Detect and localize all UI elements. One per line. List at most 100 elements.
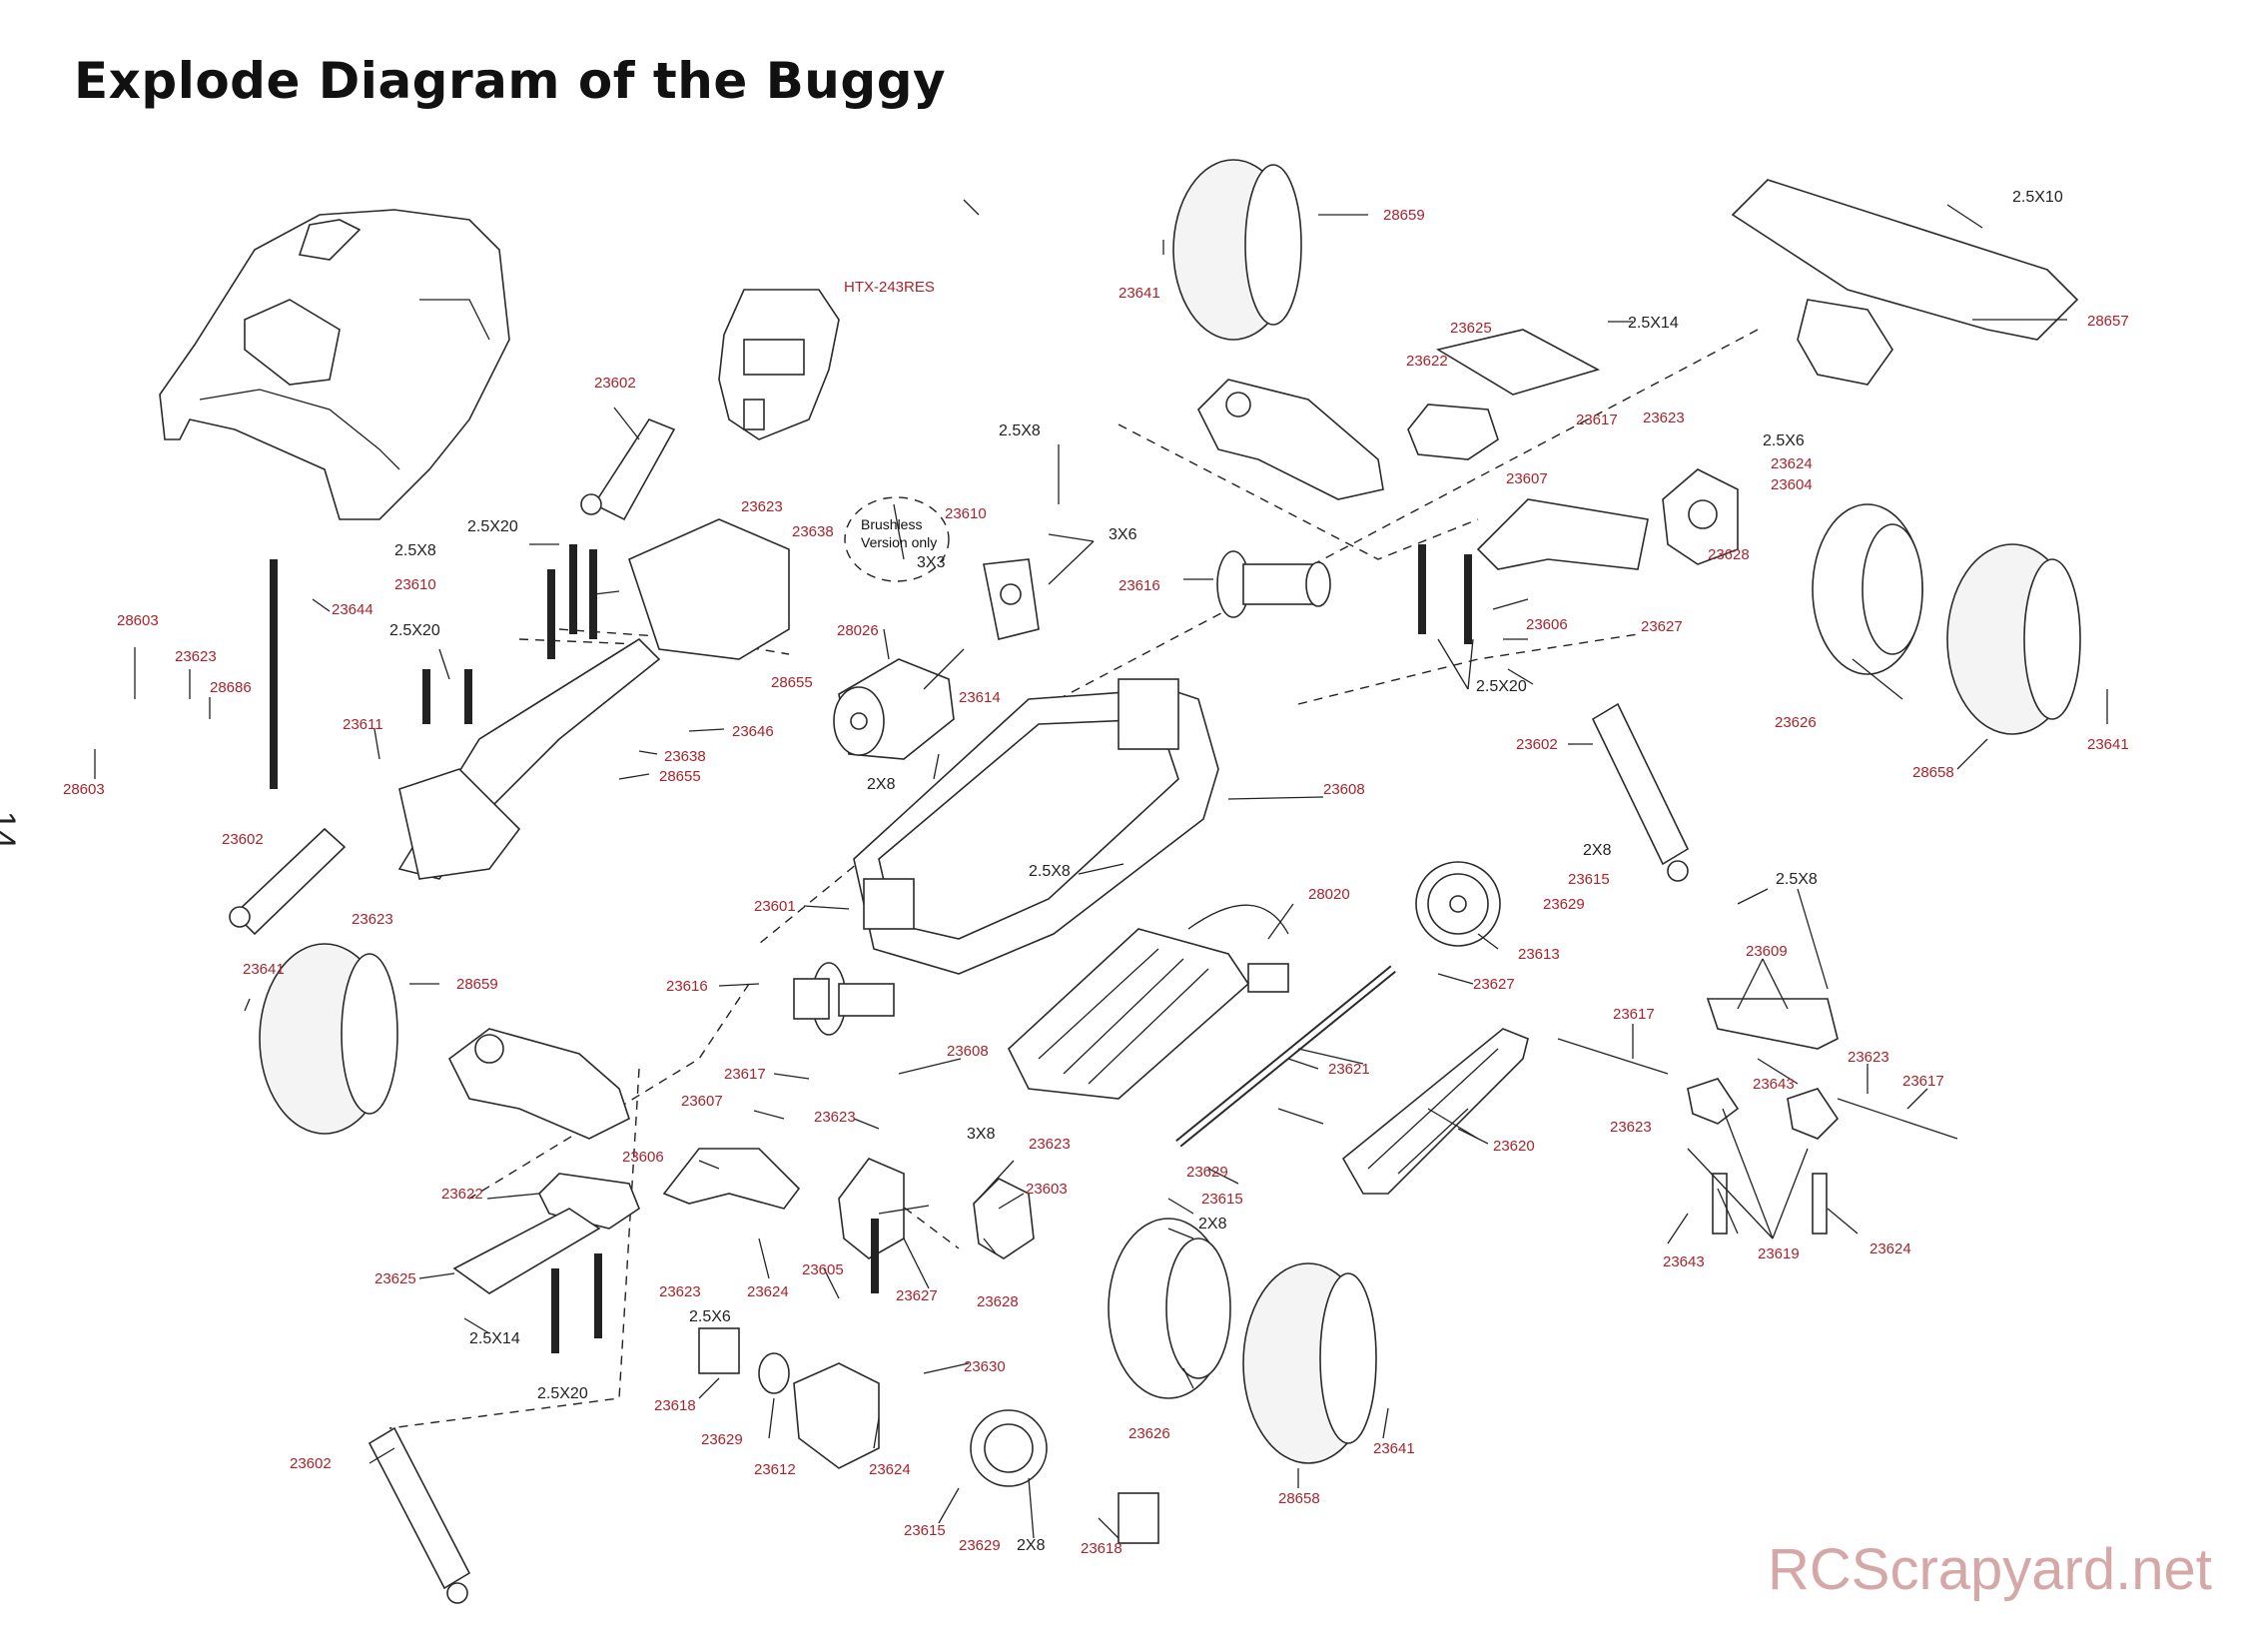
label-23624-left: 23624 — [747, 1283, 789, 1300]
label-23627-left: 23627 — [896, 1287, 938, 1304]
label-23614: 23614 — [959, 689, 1001, 706]
label-23628: 23628 — [1708, 546, 1750, 563]
label-2-5x8-steering: 2.5X8 — [1776, 871, 1818, 888]
label-23612: 23612 — [754, 1461, 796, 1478]
label-23616-left: 23616 — [666, 978, 708, 995]
label-23623-top: 23623 — [741, 498, 783, 515]
label-2-5x14: 2.5X14 — [1628, 315, 1679, 332]
label-23609: 23609 — [1746, 943, 1788, 960]
label-23615-center: 23615 — [1201, 1191, 1243, 1208]
label-23615-bottom: 23615 — [904, 1522, 946, 1539]
label-23641-left: 23641 — [243, 961, 285, 978]
label-23624-steering: 23624 — [1869, 1240, 1911, 1257]
battery-pack — [1008, 904, 1289, 1100]
chassis-brace — [1341, 1028, 1529, 1195]
motor — [833, 658, 955, 760]
label-3x6: 3X6 — [1109, 526, 1137, 543]
label-23606: 23606 — [1526, 616, 1568, 633]
label-23638-top: 23638 — [792, 523, 834, 540]
bottom-tire — [1242, 1262, 1377, 1464]
label-23623-right-mid: 23623 — [1029, 1136, 1071, 1153]
label-23629-bottom: 23629 — [701, 1431, 743, 1448]
shock-bottom — [368, 1426, 471, 1604]
front-hub-carrier — [838, 1158, 1035, 1259]
page-title: Explode Diagram of the Buggy — [74, 52, 947, 110]
rear-tire-top — [1172, 159, 1302, 341]
label-28686: 28686 — [210, 679, 252, 696]
label-23604: 23604 — [1771, 476, 1813, 493]
label-23623: 23623 — [1643, 410, 1685, 426]
front-lower-arm — [662, 1148, 801, 1210]
body-shell — [159, 209, 510, 520]
label-23643-top: 23643 — [1753, 1076, 1795, 1093]
label-23610: 23610 — [945, 505, 987, 522]
label-23623-mid: 23623 — [814, 1109, 856, 1126]
label-28657: 28657 — [2087, 313, 2129, 330]
label-23623-steering-right: 23623 — [1848, 1049, 1889, 1066]
label-23629-bottom-right: 23629 — [959, 1537, 1001, 1554]
label-23617: 23617 — [1576, 412, 1618, 428]
long-screws — [270, 544, 1472, 1353]
label-23616: 23616 — [1119, 577, 1160, 594]
label-23622: 23622 — [1406, 353, 1448, 370]
rear-upper-arm-assembly — [1197, 379, 1384, 500]
label-28603-bottom: 28603 — [63, 781, 105, 798]
shock-top-left — [580, 418, 676, 521]
label-23615-right: 23615 — [1568, 871, 1610, 888]
label-23620: 23620 — [1493, 1138, 1535, 1155]
label-23638-mid: 23638 — [664, 748, 706, 765]
label-23605: 23605 — [802, 1261, 844, 1278]
label-23626: 23626 — [1775, 714, 1817, 731]
label-28603-top: 28603 — [117, 612, 159, 629]
label-2-5x20-rear: 2.5X20 — [1476, 678, 1527, 695]
rear-lower-arm — [1476, 498, 1649, 570]
label-23618-bottom: 23618 — [1081, 1540, 1122, 1557]
brushless-note-line2: Version only — [861, 534, 937, 550]
left-tire — [259, 943, 398, 1135]
motor-mount — [983, 558, 1040, 640]
label-2x8-motor: 2X8 — [867, 776, 896, 793]
shock-right — [1591, 702, 1690, 882]
label-23608-left: 23608 — [947, 1043, 989, 1060]
label-23607: 23607 — [1506, 470, 1548, 487]
label-2x8-right: 2X8 — [1583, 842, 1612, 859]
label-23607-left: 23607 — [681, 1093, 723, 1110]
label-28658: 28658 — [1912, 764, 1954, 781]
label-htx-243res: HTX-243RES — [844, 279, 935, 296]
label-23602-right: 23602 — [1516, 736, 1558, 753]
label-23617-left: 23617 — [724, 1066, 766, 1083]
label-23601: 23601 — [754, 898, 796, 915]
label-23617-steering-right: 23617 — [1902, 1073, 1944, 1090]
label-23602-bottom: 23602 — [290, 1455, 332, 1472]
label-2-5x10: 2.5X10 — [2012, 189, 2063, 206]
label-2-5x20-top: 2.5X20 — [467, 518, 518, 535]
rear-differential — [1216, 550, 1331, 618]
label-23625-left: 23625 — [374, 1270, 416, 1287]
label-2x8-bottom: 2X8 — [1017, 1537, 1046, 1554]
label-23610-left: 23610 — [394, 576, 436, 593]
label-23602-top: 23602 — [594, 375, 636, 392]
label-23619: 23619 — [1758, 1245, 1800, 1262]
label-2-5x8: 2.5X8 — [999, 422, 1041, 439]
label-2-5x14-left: 2.5X14 — [469, 1330, 520, 1347]
front-upper-deck — [397, 518, 790, 880]
label-23629-center: 23629 — [1186, 1164, 1228, 1181]
label-23629-right: 23629 — [1543, 896, 1585, 913]
label-23606-left: 23606 — [622, 1149, 664, 1166]
rear-wing — [1731, 179, 2079, 386]
label-23625: 23625 — [1450, 320, 1492, 337]
label-23622-left: 23622 — [441, 1186, 483, 1203]
rear-hub-carrier — [1662, 468, 1739, 565]
label-23621: 23621 — [1328, 1061, 1370, 1078]
label-23641: 23641 — [1119, 285, 1160, 302]
label-23644: 23644 — [332, 601, 374, 618]
label-2-5x8-left: 2.5X8 — [394, 542, 436, 559]
label-23613: 23613 — [1518, 946, 1560, 963]
front-upper-arm-assembly — [447, 1028, 630, 1140]
label-2-5x6: 2.5X6 — [1763, 432, 1805, 449]
brushless-note: Brushless Version only — [861, 516, 937, 550]
shock-left — [229, 827, 347, 936]
label-23603: 23603 — [1026, 1181, 1068, 1198]
label-23617-steering-left: 23617 — [1613, 1006, 1655, 1023]
steering-assembly — [1557, 998, 1958, 1235]
